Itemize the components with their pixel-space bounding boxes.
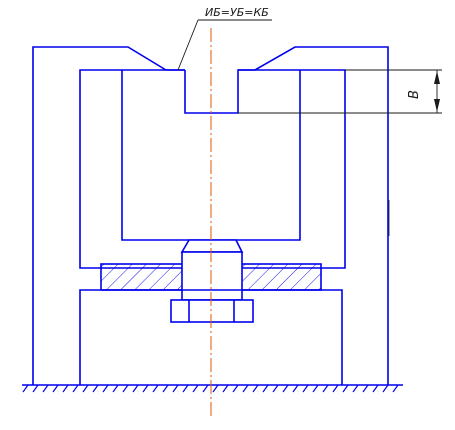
screw — [180, 239, 244, 301]
ground-hatch-tick — [62, 384, 69, 393]
leader-line — [177, 19, 199, 71]
ground-hatch-tick — [192, 384, 199, 393]
ground-hatch-tick — [92, 384, 99, 393]
ground-hatch-tick — [282, 384, 289, 393]
ground-hatch-tick — [112, 384, 119, 393]
ground-hatch-tick — [212, 384, 219, 393]
nut — [170, 299, 254, 323]
ground-hatch-tick — [122, 384, 129, 393]
leader-label: ИБ=УБ=КБ — [205, 6, 269, 19]
workpiece — [79, 69, 346, 269]
dimension-b-label: В — [407, 90, 422, 99]
screw-shank — [181, 251, 243, 301]
ground-hatch-tick — [132, 384, 139, 393]
nut-body — [170, 299, 254, 323]
ground-hatch-tick — [272, 384, 279, 393]
ground-hatch-tick — [332, 384, 339, 393]
ground-hatch-tick — [292, 384, 299, 393]
screw-head-cone — [180, 239, 244, 253]
ground-hatch-tick — [342, 384, 349, 393]
base-body — [79, 289, 343, 385]
ground-hatch-tick — [312, 384, 319, 393]
ground-hatch-tick — [322, 384, 329, 393]
leader — [177, 19, 272, 71]
ground-hatch-tick — [372, 384, 379, 393]
ground-hatch-tick — [102, 384, 109, 393]
workpiece-outer — [79, 69, 346, 269]
base-body-outline — [79, 289, 343, 385]
ground-hatch-tick — [162, 384, 169, 393]
ground-hatch-tick — [392, 384, 399, 393]
ground-hatch — [22, 384, 399, 393]
ground-hatch-tick — [262, 384, 269, 393]
ground-hatch-tick — [382, 384, 389, 393]
ground-hatch-tick — [252, 384, 259, 393]
ground-hatch-tick — [142, 384, 149, 393]
ground-hatch-tick — [152, 384, 159, 393]
ground-hatch-tick — [22, 384, 29, 393]
ground-hatch-tick — [362, 384, 369, 393]
ground-hatch-tick — [242, 384, 249, 393]
ground-hatch-tick — [222, 384, 229, 393]
ground-hatch-tick — [172, 384, 179, 393]
ground-hatch-tick — [232, 384, 239, 393]
ground-hatch-tick — [52, 384, 59, 393]
dimension-b-arrow-bottom — [434, 99, 440, 112]
ground-hatch-tick — [72, 384, 79, 393]
outer-frame-right — [238, 46, 389, 385]
ground — [22, 384, 403, 393]
ground-hatch-tick — [82, 384, 89, 393]
ground-hatch-tick — [42, 384, 49, 393]
outer-frame-left — [32, 46, 185, 385]
ground-hatch-tick — [352, 384, 359, 393]
dimension-b-arrow-top — [434, 71, 440, 84]
ground-hatch-tick — [32, 384, 39, 393]
ground-hatch-tick — [302, 384, 309, 393]
dimension-b — [238, 69, 442, 114]
ground-hatch-tick — [182, 384, 189, 393]
ground-hatch-tick — [202, 384, 209, 393]
